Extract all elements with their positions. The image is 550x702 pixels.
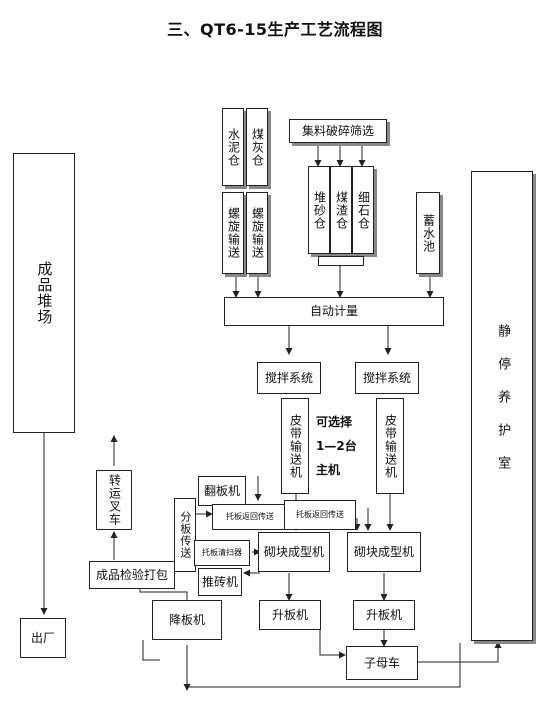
arrow-car-to-curing <box>418 641 502 663</box>
block-machine-2-box: 砌块成型机 <box>347 532 421 572</box>
line-bottom-return <box>187 643 461 688</box>
split-conveyor-box: 分板传送 <box>174 498 196 572</box>
brick-pusher-box: 推砖机 <box>198 568 242 596</box>
pallet-return-2-box: 托板返回传送 <box>284 500 356 530</box>
lowering-machine-box: 降板机 <box>152 600 222 640</box>
note-line-3: 主机 <box>316 463 341 477</box>
host-option-note: 可选择 1—2台 主机 <box>316 410 357 482</box>
pallet-flipper-box: 翻板机 <box>198 476 246 506</box>
crush-screen-box: 集料破碎筛选 <box>289 119 387 143</box>
note-line-2: 1—2台 <box>316 439 357 453</box>
transfer-car-box: 子母车 <box>346 646 418 680</box>
block-machine-1-box: 砌块成型机 <box>258 532 330 572</box>
lifter-1-box: 升板机 <box>259 600 321 630</box>
curing-room-box: 静停养护室 <box>471 171 533 641</box>
arrow-return-to-lowering <box>142 640 160 661</box>
screw-conveyor-2-box: 螺旋输送 <box>246 192 268 274</box>
finished-yard-box: 成品堆场 <box>13 153 75 433</box>
gravel-silo-box: 细石仓 <box>352 166 374 254</box>
silo-hopper-box <box>318 256 364 266</box>
mixer-1-box: 搅拌系统 <box>257 362 321 394</box>
cement-silo-box: 水泥仓 <box>222 108 244 186</box>
auto-metering-box: 自动计量 <box>224 297 444 326</box>
note-line-1: 可选择 <box>316 415 353 429</box>
belt-conveyor-2-box: 皮带输送机 <box>376 398 404 494</box>
transfer-forklift-box: 转运叉车 <box>96 470 132 530</box>
slag-silo-box: 煤渣仓 <box>330 166 352 254</box>
inspect-pack-box: 成品检验打包 <box>89 561 175 589</box>
pallet-return-1-box: 托板返回传送 <box>212 504 288 530</box>
belt-conveyor-1-box: 皮带输送机 <box>281 398 309 494</box>
sand-silo-box: 堆砂仓 <box>308 166 330 254</box>
ash-silo-box: 煤灰仓 <box>246 108 268 186</box>
screw-conveyor-1-box: 螺旋输送 <box>222 192 244 274</box>
mixer-2-box: 搅拌系统 <box>355 362 419 394</box>
water-tank-box: 蓄水池 <box>416 192 440 274</box>
arrow-lifter1-to-car <box>319 630 346 659</box>
lifter-2-box: 升板机 <box>353 600 415 630</box>
shipping-box: 出厂 <box>20 618 66 658</box>
page-title: 三、QT6-15生产工艺流程图 <box>166 20 384 39</box>
pallet-cleaner-box: 托板清扫器 <box>194 540 250 566</box>
